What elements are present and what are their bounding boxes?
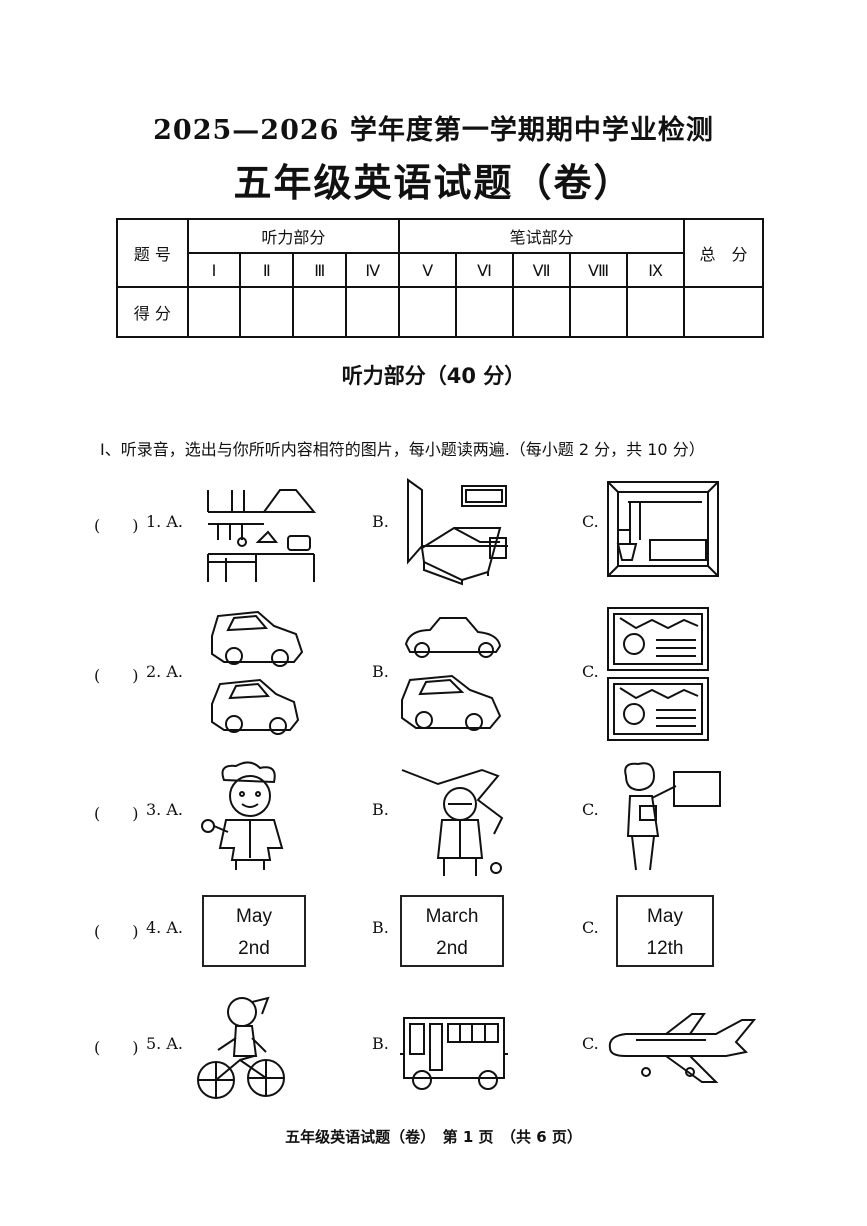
answer-blank[interactable]: ( ) [94, 804, 139, 823]
option-a-label: 5. A. [146, 1034, 183, 1053]
cook-picture[interactable] [198, 760, 302, 872]
col-5: Ⅴ [398, 252, 458, 288]
date-card-b[interactable]: March 2nd [400, 895, 504, 967]
score-table: 题 号 听力部分 笔试部分 总 分 Ⅰ Ⅱ Ⅲ Ⅳ Ⅴ Ⅵ Ⅶ Ⅷ Ⅸ 得 分 [116, 218, 764, 338]
option-c-label: C. [582, 800, 599, 819]
total-score-cell[interactable] [683, 286, 764, 338]
answer-blank[interactable]: ( ) [94, 1038, 139, 1057]
group-written: 笔试部分 [398, 218, 686, 254]
answer-blank[interactable]: ( ) [94, 516, 139, 535]
page-footer: 五年级英语试题（卷） 第 1 页 （共 6 页） [285, 1128, 582, 1146]
option-c-label: C. [582, 662, 599, 681]
plane-picture[interactable] [606, 1012, 757, 1092]
score-cell[interactable] [239, 286, 295, 338]
option-c-label: C. [582, 512, 599, 531]
option-b-label: B. [372, 918, 389, 937]
option-c-label: C. [582, 918, 599, 937]
col-2: Ⅱ [239, 252, 295, 288]
answer-blank[interactable]: ( ) [94, 922, 139, 941]
col-8: Ⅷ [569, 252, 629, 288]
girl-on-bike-picture[interactable] [196, 994, 288, 1102]
date-card-c[interactable]: May 12th [616, 895, 714, 967]
col-9: Ⅸ [626, 252, 686, 288]
row-label-score: 得 分 [116, 286, 189, 338]
date-day: 2nd [238, 938, 270, 959]
score-cell[interactable] [345, 286, 401, 338]
date-month: March [425, 906, 479, 927]
col-6: Ⅵ [455, 252, 515, 288]
option-a-label: 4. A. [146, 918, 183, 937]
option-b-label: B. [372, 512, 389, 531]
date-month: May [647, 906, 683, 927]
option-b-label: B. [372, 1034, 389, 1053]
kitchen-picture[interactable] [204, 484, 317, 584]
col-1: Ⅰ [186, 252, 242, 288]
two-cars-picture[interactable] [208, 606, 308, 736]
two-birthday-cards-picture[interactable] [606, 606, 710, 742]
score-cell[interactable] [292, 286, 348, 338]
total-header: 总 分 [683, 218, 764, 288]
option-b-label: B. [372, 662, 389, 681]
row-label-number: 题 号 [116, 218, 189, 288]
score-cell[interactable] [512, 286, 572, 338]
date-card-a[interactable]: May 2nd [202, 895, 306, 967]
score-cell[interactable] [186, 286, 242, 338]
section-title: 听力部分（40 分） [341, 364, 526, 388]
group-listening: 听力部分 [186, 218, 401, 254]
date-month: May [236, 906, 272, 927]
date-day: 2nd [436, 938, 468, 959]
exam-header-line: 2025—2026 学年度第一学期期中学业检测 [153, 115, 714, 146]
score-cell[interactable] [455, 286, 515, 338]
option-a-label: 1. A. [146, 512, 183, 531]
answer-blank[interactable]: ( ) [94, 666, 139, 685]
col-7: Ⅶ [512, 252, 572, 288]
col-4: Ⅳ [345, 252, 401, 288]
pilot-picture[interactable] [398, 764, 512, 880]
instruction: Ⅰ、听录音，选出与你所听内容相符的图片，每小题读两遍.（每小题 2 分，共 10… [100, 440, 705, 459]
bedroom-picture[interactable] [404, 476, 512, 586]
col-3: Ⅲ [292, 252, 348, 288]
bus-picture[interactable] [398, 1014, 510, 1092]
option-a-label: 2. A. [146, 662, 183, 681]
old-car-and-car-picture[interactable] [400, 614, 510, 734]
option-a-label: 3. A. [146, 800, 183, 819]
score-cell[interactable] [398, 286, 458, 338]
teacher-picture[interactable] [620, 762, 724, 874]
date-day: 12th [646, 938, 684, 959]
exam-title: 五年级英语试题（卷） [233, 160, 634, 205]
option-c-label: C. [582, 1034, 599, 1053]
score-cell[interactable] [626, 286, 686, 338]
bathroom-picture[interactable] [606, 480, 720, 578]
option-b-label: B. [372, 800, 389, 819]
score-cell[interactable] [569, 286, 629, 338]
